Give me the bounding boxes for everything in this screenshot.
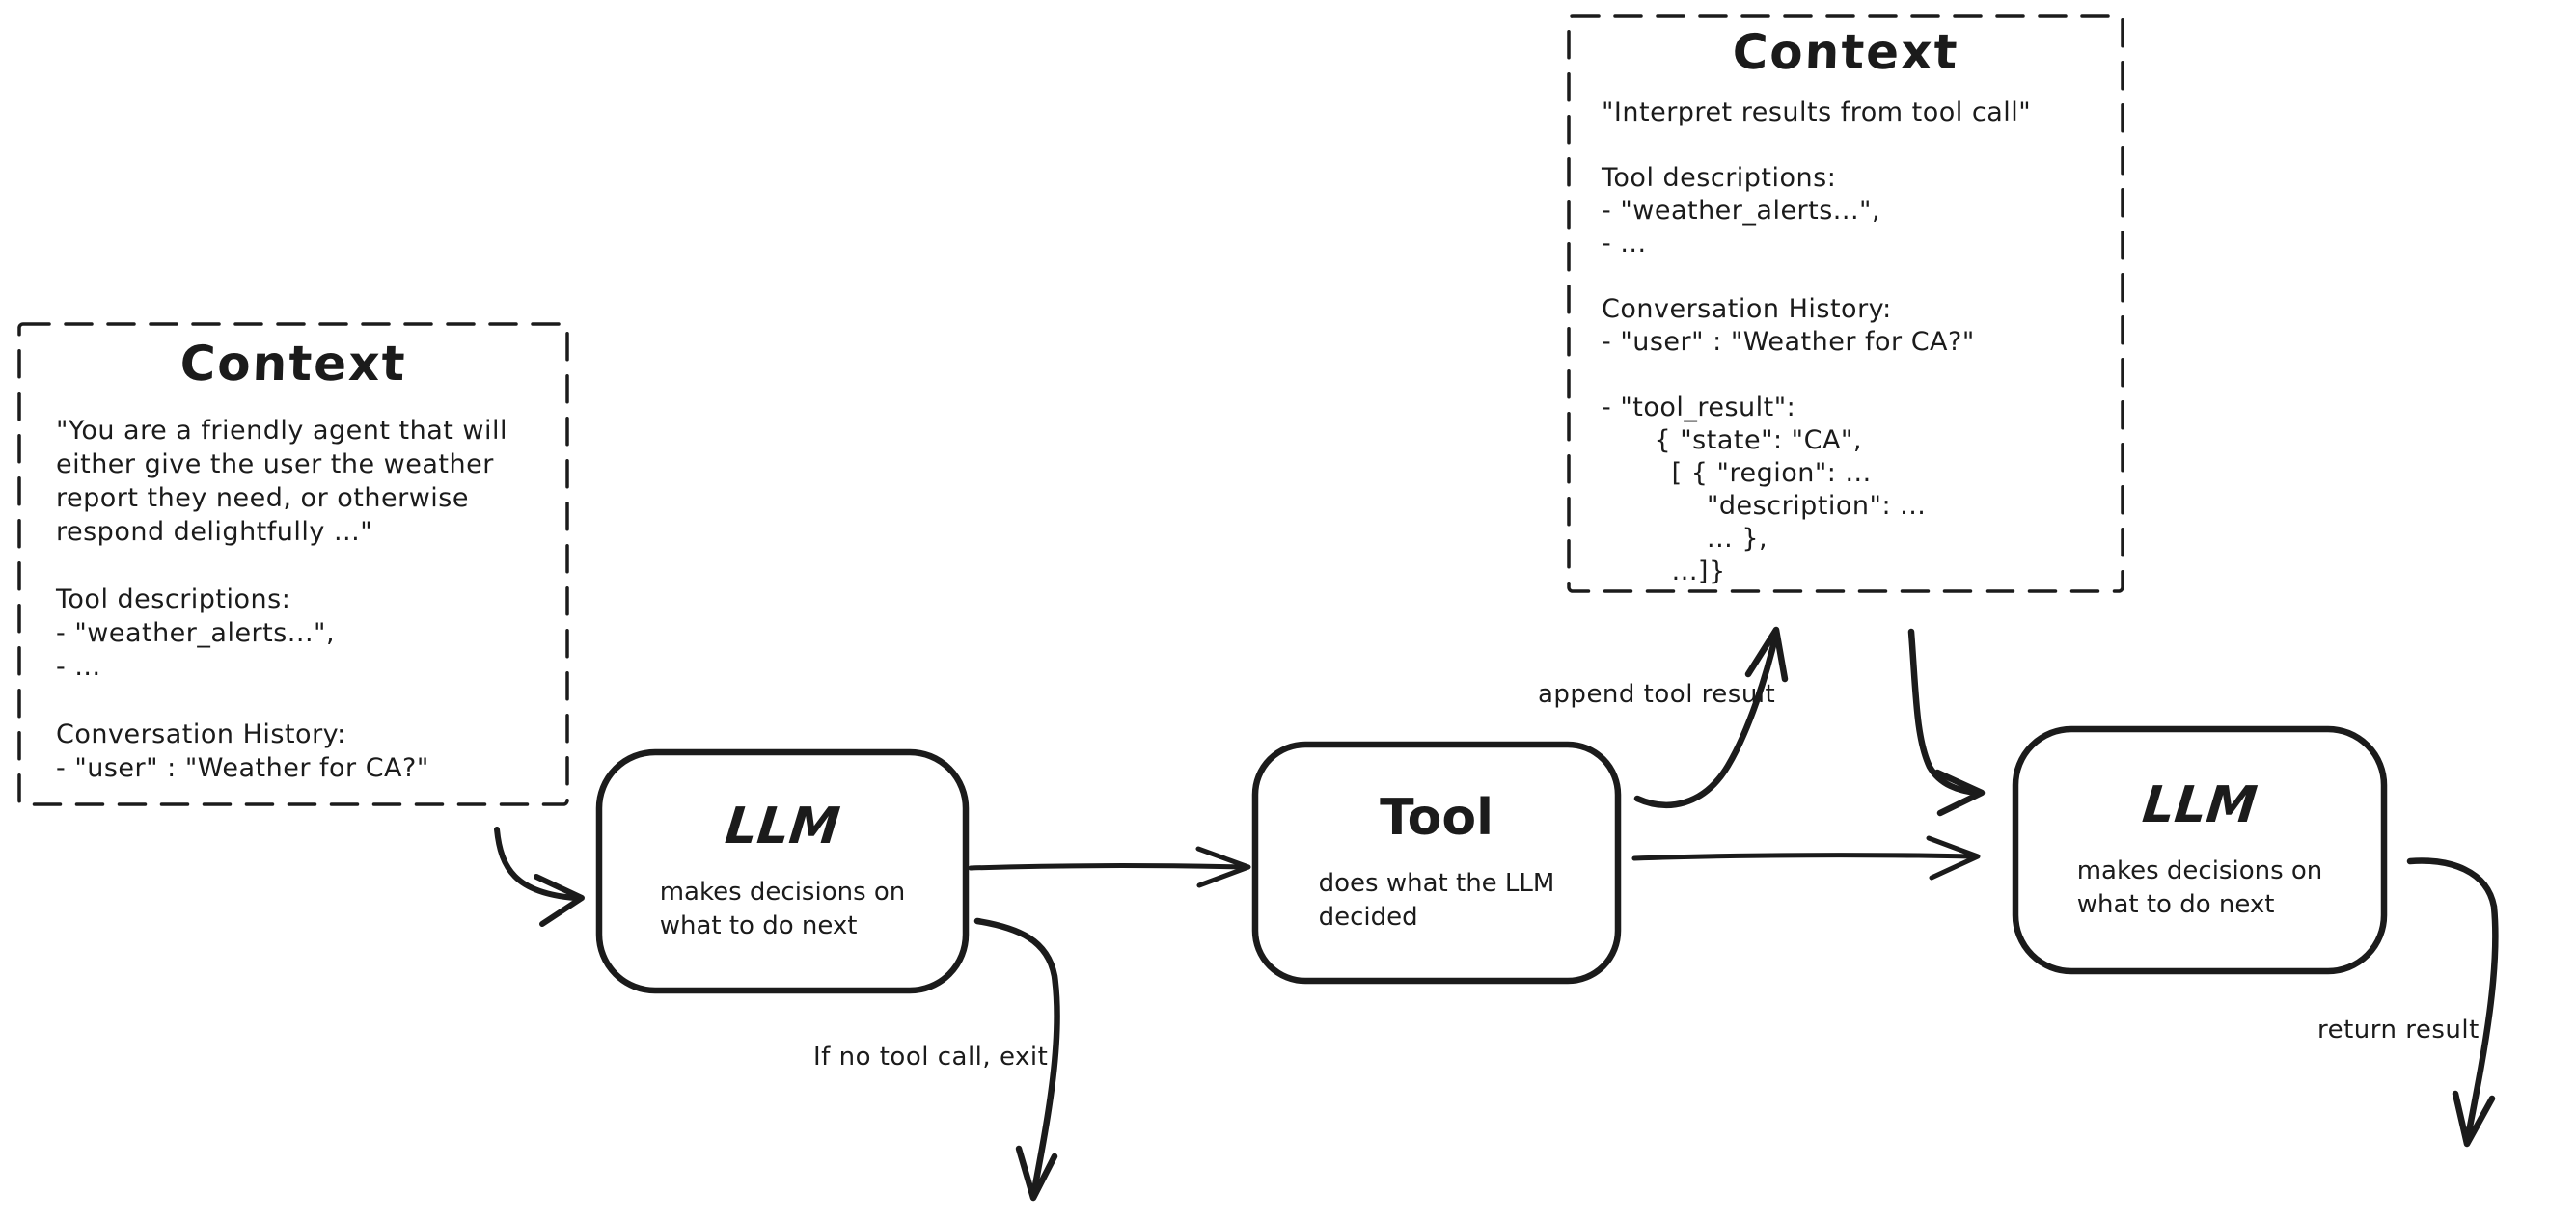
arrow-context-right-to-llm-2 [1907,628,1986,817]
context-left-body: "You are a friendly agent that will eith… [56,416,508,783]
context-left-border [17,322,569,806]
llm-2-subtitle: makes decisions on what to do next [2076,856,2323,920]
tool-node: Tool does what the LLM decided [1255,745,1618,981]
context-right-box: Context "Interpret results from tool cal… [1569,16,2123,591]
if-no-tool-call-exit-label: If no tool call, exit [813,1043,1049,1072]
arrow-tool-to-context-right [1633,626,1789,808]
llm-2-border [2012,725,2388,975]
context-right-border [1567,14,2124,593]
arrow-tool-to-llm-2 [1631,835,1981,881]
tool-title: Tool [1380,788,1494,847]
tool-border [1251,741,1622,985]
arrow-llm-2-return [2406,857,2499,1148]
return-result-label: return result [2317,1016,2480,1045]
arrow-llm-1-exit [973,917,1060,1202]
context-left-title: Context [178,336,408,392]
llm-1-border [595,748,970,994]
llm-2-title: LLM [2139,775,2261,834]
context-right-title: Context [1731,24,1960,80]
append-tool-result-label: append tool result [1538,680,1776,709]
context-left-box: Context "You are a friendly agent that w… [19,324,567,804]
llm-2-node: LLM makes decisions on what to do next [2015,729,2384,971]
llm-1-node: LLM makes decisions on what to do next [599,752,966,990]
arrow-llm-1-to-tool [968,846,1251,888]
arrow-context-left-to-llm-1 [494,827,585,927]
llm-1-title: LLM [722,797,843,855]
context-right-body: "Interpret results from tool call" Tool … [1602,97,2032,586]
llm-1-subtitle: makes decisions on what to do next [659,878,906,941]
tool-subtitle: does what the LLM decided [1318,869,1555,933]
